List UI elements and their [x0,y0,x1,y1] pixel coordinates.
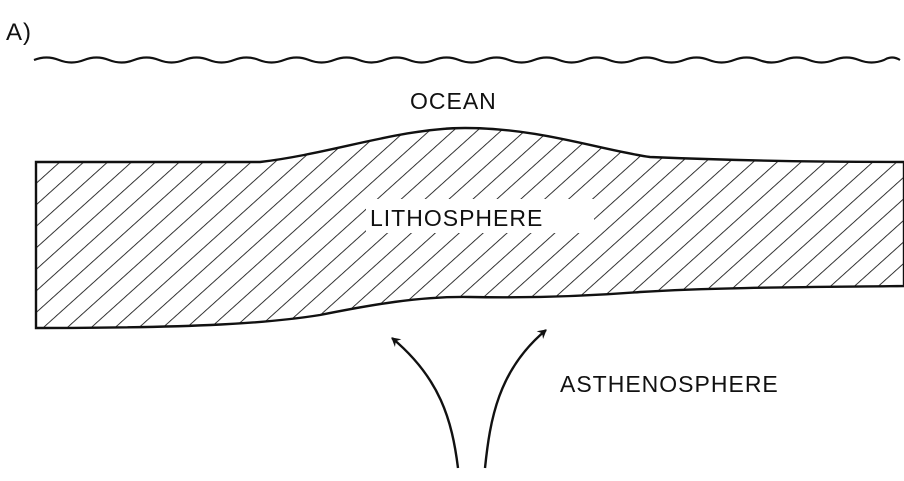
lithosphere-label: LITHOSPHERE [370,205,543,231]
sea-surface-line [34,58,900,63]
panel-label: A) [6,19,32,46]
ocean-label: OCEAN [410,88,497,114]
left-upwelling-arrow [392,338,458,468]
asthenosphere-label: ASTHENOSPHERE [560,371,779,397]
right-upwelling-arrow [485,330,546,468]
